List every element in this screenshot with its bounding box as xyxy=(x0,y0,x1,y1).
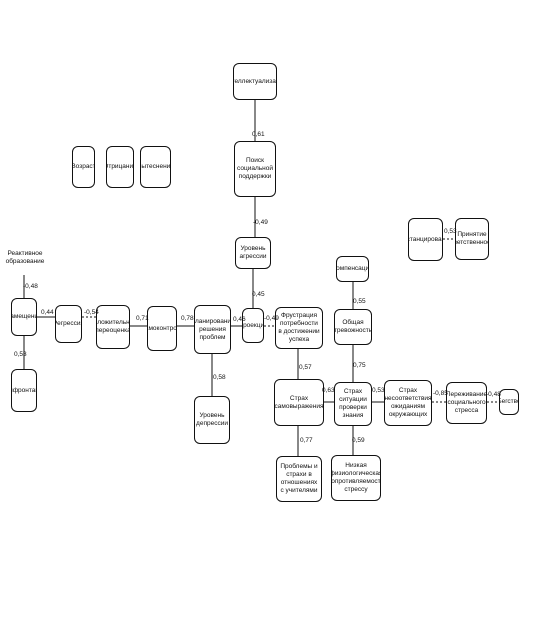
node-low-physiological-resistance[interactable]: Низкая физиологическая сопротивляемость … xyxy=(331,455,381,501)
edge-label: 0,45 xyxy=(252,291,265,298)
node-displacement[interactable]: Замещение xyxy=(11,298,37,336)
edge-label: -0,49 xyxy=(264,315,279,322)
node-distancing[interactable]: Дистанцирование xyxy=(408,218,443,261)
node-label: Бегство xyxy=(500,398,518,405)
node-denial[interactable]: Отрицание xyxy=(106,146,134,188)
node-reactive-formation: Реактивное образование xyxy=(5,240,45,275)
node-label: Проекция xyxy=(243,321,264,329)
node-label: Замещение xyxy=(12,313,36,320)
node-label: Регрессия xyxy=(56,320,81,327)
edge-label: 0,53 xyxy=(14,351,27,358)
node-general-anxiety[interactable]: Общая тревожность xyxy=(334,309,372,345)
edge-label: -0,54 xyxy=(84,309,99,316)
node-problem-planning[interactable]: Планирование решения проблем xyxy=(194,305,231,354)
edge-label: 0,59 xyxy=(352,437,365,444)
node-self-control[interactable]: Самоконтроль xyxy=(147,306,177,351)
node-label: Уровень депрессии xyxy=(196,412,228,427)
node-age[interactable]: Возраст xyxy=(72,146,95,188)
edge-label: 0,75 xyxy=(353,362,366,369)
node-accept-responsibility[interactable]: Принятие ответственности xyxy=(455,218,489,260)
edge-label: -0,48 xyxy=(486,391,501,398)
edge-label: 0,53 xyxy=(372,387,385,394)
node-label: Страх несоответствия ожиданиям окружающи… xyxy=(384,387,432,418)
edge-label: 0,58 xyxy=(213,374,226,381)
node-label: Интеллектуализация xyxy=(234,77,276,85)
node-fear-not-meeting-expectations[interactable]: Страх несоответствия ожиданиям окружающи… xyxy=(384,380,432,426)
node-positive-reappraisal[interactable]: Положительная переоценка xyxy=(96,305,130,349)
node-label: Самоконтроль xyxy=(148,324,177,332)
edge-label: 0,46 xyxy=(233,316,246,323)
edge-label: 0,61 xyxy=(252,131,265,138)
node-label: Отрицание xyxy=(107,163,134,170)
node-label: Компенсация xyxy=(336,265,369,272)
edge-label: 0,53 xyxy=(444,228,457,235)
node-label: Проблемы и страхи в отношениях с учителя… xyxy=(280,463,318,494)
node-label: Планирование решения проблем xyxy=(194,317,231,341)
node-social-stress[interactable]: Переживание социального стресса xyxy=(446,382,487,424)
edge-label: 0,71 xyxy=(136,315,149,322)
node-label: Реактивное образование xyxy=(5,249,45,265)
node-label: Дистанцирование xyxy=(409,235,442,243)
edge-label: 0,44 xyxy=(41,309,54,316)
node-label: Поиск социальной поддержки xyxy=(237,157,273,180)
node-projection[interactable]: Проекция xyxy=(242,308,264,343)
node-label: Возраст xyxy=(72,163,95,170)
node-label: Принятие ответственности xyxy=(456,231,488,246)
edge-label: 0,78 xyxy=(181,315,194,322)
node-suppression[interactable]: Вытеснение xyxy=(140,146,171,188)
node-confrontation[interactable]: Конфронтация xyxy=(11,369,37,412)
node-label: Страх самовыражения xyxy=(274,394,324,410)
node-regression[interactable]: Регрессия xyxy=(55,305,82,343)
node-label: Низкая физиологическая сопротивляемость … xyxy=(331,462,381,493)
node-escape[interactable]: Бегство xyxy=(499,389,519,415)
node-depression-level[interactable]: Уровень депрессии xyxy=(194,396,230,444)
edge-label: -0,85 xyxy=(433,390,448,397)
node-label: Конфронтация xyxy=(12,386,36,394)
node-aggression-level[interactable]: Уровень агрессии xyxy=(235,237,271,269)
node-label: Общая тревожность xyxy=(334,319,372,334)
node-fear-self-expression[interactable]: Страх самовыражения xyxy=(274,379,324,426)
node-fear-knowledge-test[interactable]: Страх ситуации проверки знания xyxy=(334,382,372,426)
edge-label: 0,55 xyxy=(353,298,366,305)
node-label: Уровень агрессии xyxy=(239,245,267,260)
edge-label: 0,77 xyxy=(300,437,313,444)
node-frustration[interactable]: Фрустрация потребности в достижении успе… xyxy=(275,307,323,349)
node-compensation[interactable]: Компенсация xyxy=(336,256,369,282)
edge-label: -0,49 xyxy=(253,219,268,226)
edge-label: 0,57 xyxy=(299,364,312,371)
node-intellectualization[interactable]: Интеллектуализация xyxy=(233,63,277,100)
node-label: Вытеснение xyxy=(141,163,171,170)
node-seek-social-support[interactable]: Поиск социальной поддержки xyxy=(234,141,276,197)
node-teacher-problems[interactable]: Проблемы и страхи в отношениях с учителя… xyxy=(276,456,322,502)
edge-label: -0,48 xyxy=(23,283,38,290)
node-label: Фрустрация потребности в достижении успе… xyxy=(278,312,320,343)
node-label: Переживание социального стресса xyxy=(446,391,487,414)
node-label: Страх ситуации проверки знания xyxy=(339,388,367,419)
edge-label: 0,63 xyxy=(322,387,335,394)
node-label: Положительная переоценка xyxy=(96,319,130,334)
